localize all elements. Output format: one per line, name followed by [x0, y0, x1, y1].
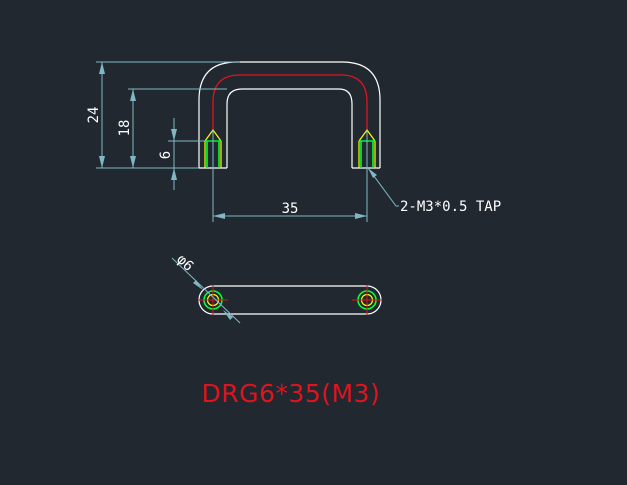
left-hole-top-view: [198, 285, 228, 315]
handle-front-view: [198, 61, 381, 169]
dim-height-total: 24: [86, 107, 102, 124]
dim-diameter: φ6: [173, 252, 196, 275]
dim-height-inner: 18: [117, 120, 133, 137]
handle-bottom-view: [171, 257, 382, 324]
handle-outer-outline: [198, 61, 381, 168]
drawing-title: DRG6*35(M3): [202, 379, 381, 408]
handle-centerline: [212, 74, 368, 130]
right-hole-top-view: [352, 285, 382, 315]
dim-thread-depth: 6: [158, 151, 174, 159]
dim-width: 35: [282, 201, 299, 217]
left-tapped-hole: [204, 128, 222, 168]
dimension-lines: [96, 61, 399, 222]
diameter-leader: [171, 257, 241, 324]
tap-callout: 2-M3*0.5 TAP: [400, 199, 501, 215]
handle-inner-outline: [226, 88, 353, 168]
